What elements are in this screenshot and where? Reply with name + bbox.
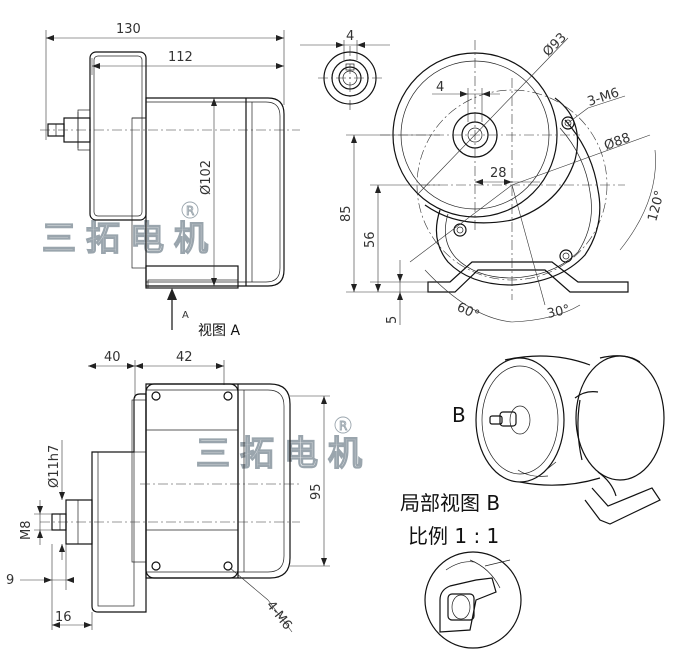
watermark-text-bottom: 三拓电机 bbox=[196, 434, 372, 474]
dim-height-56: 56 bbox=[363, 231, 378, 248]
hub-view: 4 bbox=[300, 29, 390, 110]
side-view: 130 112 Ø102 A 视图 A bbox=[40, 22, 300, 339]
front-view: Ø93 3-M6 Ø88 4 28 85 56 5 60 bbox=[339, 30, 668, 325]
watermark-text-top: 三拓电机 bbox=[42, 219, 218, 259]
dim-diameter: Ø102 bbox=[199, 160, 214, 195]
dim-holes-4m6: 4-M6 bbox=[263, 598, 295, 633]
watermark-top: 三拓电机 R bbox=[41, 201, 218, 260]
dim-angle-30: 30° bbox=[546, 302, 572, 321]
dim-shaft-dia: Ø11h7 bbox=[47, 445, 62, 488]
watermark-mark-bottom: R bbox=[339, 419, 347, 433]
dim-dia-93: Ø93 bbox=[540, 30, 570, 60]
dim-overall: 130 bbox=[116, 22, 141, 37]
view-a-label: 视图 A bbox=[198, 323, 240, 339]
dim-key-width: 4 bbox=[346, 29, 354, 44]
detail-view-scale: 比例 1 : 1 bbox=[408, 524, 499, 548]
dim-hub-width: 4 bbox=[436, 80, 444, 95]
dim-42: 42 bbox=[176, 350, 193, 365]
dim-angle-120: 120° bbox=[645, 189, 668, 223]
dim-angle-60: 60° bbox=[454, 300, 481, 323]
detail-view-title: 局部视图 B bbox=[400, 491, 500, 515]
dim-9: 9 bbox=[6, 573, 14, 588]
dim-height-5: 5 bbox=[385, 316, 400, 324]
dim-95: 95 bbox=[309, 483, 324, 500]
dim-height-85: 85 bbox=[339, 205, 354, 222]
bottom-view: 40 42 95 4-M6 bbox=[6, 350, 330, 633]
dim-offset-28: 28 bbox=[490, 166, 507, 181]
detail-view-b bbox=[424, 551, 522, 649]
isometric-view: B bbox=[452, 355, 665, 525]
watermark-bottom: 三拓电机 R bbox=[195, 416, 372, 475]
detail-letter-b: B bbox=[452, 403, 466, 427]
dim-thread: M8 bbox=[19, 521, 34, 541]
dim-dia-88: Ø88 bbox=[602, 131, 632, 154]
dim-body: 112 bbox=[168, 50, 193, 65]
watermark-mark-top: R bbox=[186, 204, 194, 218]
dim-16: 16 bbox=[55, 610, 72, 625]
arrow-letter-a: A bbox=[182, 310, 189, 321]
dim-40: 40 bbox=[104, 350, 121, 365]
dim-holes-3m6: 3-M6 bbox=[586, 86, 622, 110]
